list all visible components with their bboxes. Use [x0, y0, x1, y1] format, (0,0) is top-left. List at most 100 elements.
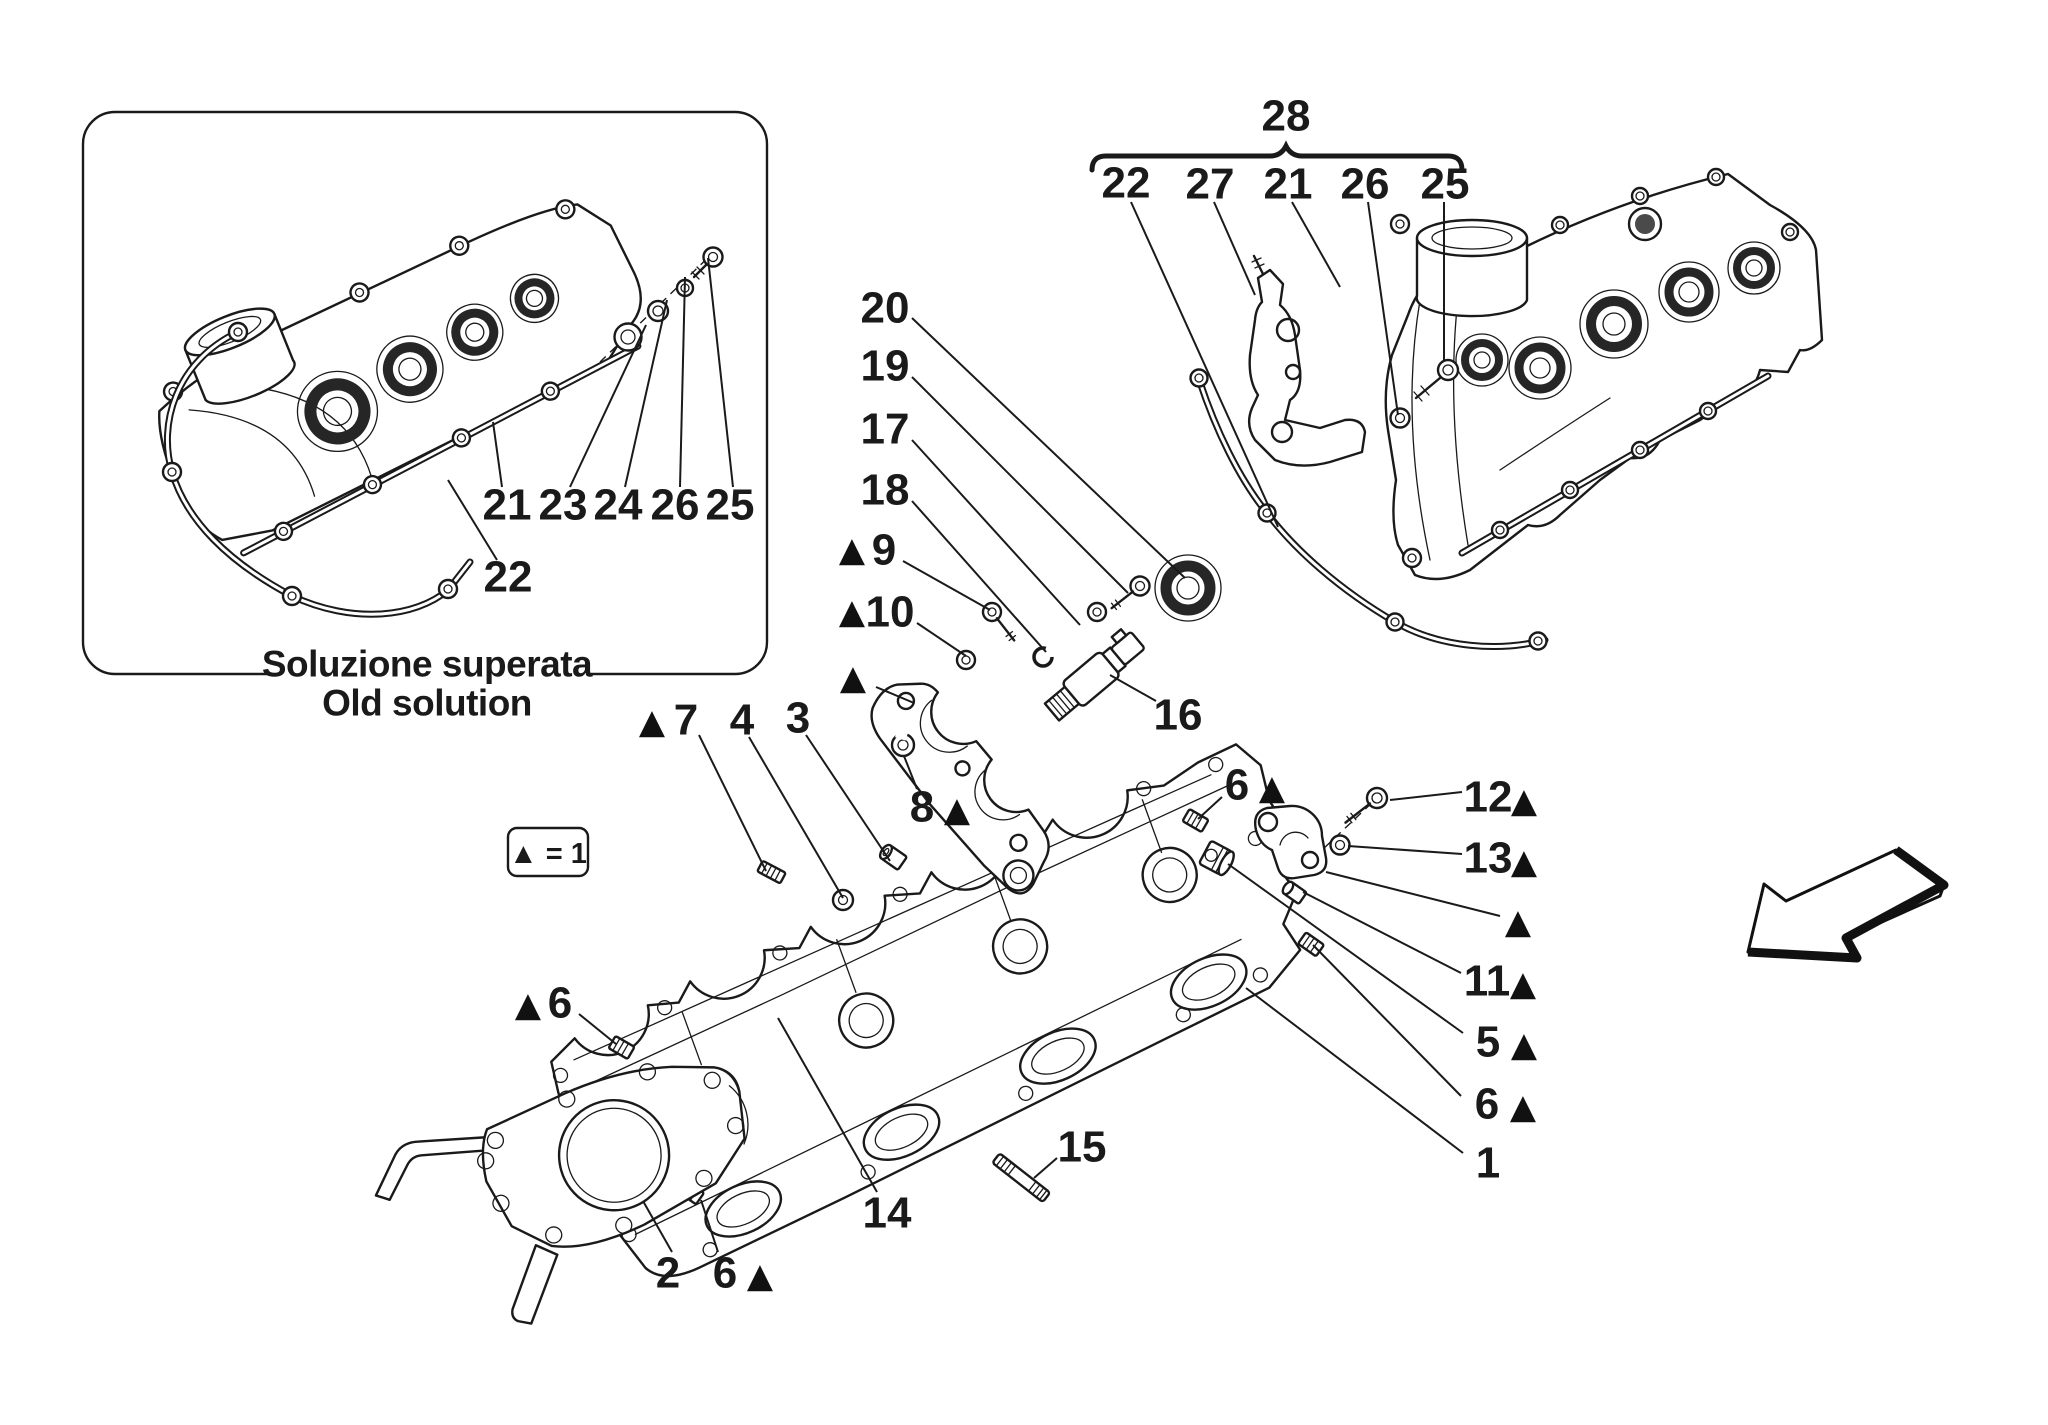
legend-text: ▲ = 1 — [509, 838, 587, 870]
retainer-ring-18 — [1032, 646, 1054, 668]
callout-head-6e: 6 — [548, 979, 572, 1028]
callout-new-21: 21 — [1264, 160, 1313, 209]
leader-line-head-16 — [1109, 674, 1157, 702]
leader-line-head-3 — [805, 734, 891, 862]
dowel-bushing-3 — [878, 843, 908, 871]
callout-head-11: 11 — [1464, 957, 1511, 1006]
callout-old-26: 26 — [651, 481, 700, 530]
oil-filler-neck — [1389, 213, 1529, 318]
cam-seal-rings — [296, 273, 560, 453]
washer-17 — [1086, 601, 1108, 623]
legend-box: ▲ = 1 — [506, 826, 590, 878]
callout-head-10: 10 — [866, 588, 915, 637]
leader-line-head-8 — [903, 755, 918, 790]
spark-rail — [240, 342, 642, 557]
leader-line-old-22 — [447, 479, 498, 561]
washer-4 — [831, 888, 855, 912]
callout-head-18: 18 — [861, 466, 910, 515]
seal-cup-23 — [613, 322, 643, 352]
leader-line-new-27 — [1213, 201, 1256, 296]
callout-group-28: 28 — [1262, 92, 1311, 141]
leader-line-head-14 — [777, 1017, 878, 1193]
solenoid-sensor-16 — [1043, 628, 1145, 722]
leader-line-head-17 — [911, 439, 1081, 626]
leader-line-head-6a — [1197, 796, 1223, 820]
bolt-19 — [1110, 575, 1151, 611]
callout-head-9: 9 — [872, 526, 896, 575]
leader-line-head-19 — [911, 376, 1129, 594]
triangle-marker-head-6d: ▲ — [747, 1256, 774, 1296]
leader-line-head-6e — [578, 1013, 617, 1045]
triangle-marker-head-5: ▲ — [1511, 1025, 1538, 1065]
leader-line-head-5 — [1227, 863, 1464, 1034]
callout-head-8: 8 — [910, 783, 934, 832]
callout-head-7: 7 — [674, 696, 698, 745]
old-valve-cover-drawing — [158, 199, 642, 557]
support-bracket-27 — [1247, 254, 1367, 467]
washer-13 — [1329, 834, 1351, 856]
old-solution-caption-it: Soluzione superata — [262, 644, 593, 685]
caption-mask — [268, 642, 586, 684]
leader-line-new-26 — [1367, 201, 1399, 416]
leader-line-new-22 — [1130, 201, 1279, 528]
callout-old-25: 25 — [706, 481, 755, 530]
triangle-marker-head-11: ▲ — [1510, 964, 1537, 1004]
leader-line-old-21 — [492, 421, 503, 488]
leader-line-head-7 — [698, 734, 767, 872]
new-valve-cover-drawing — [1089, 140, 1824, 651]
washer-10 — [955, 649, 977, 671]
camshaft-cap-drawing — [870, 682, 1050, 895]
cam-seal-rings — [1455, 241, 1781, 400]
leader-line-head-6c — [1312, 944, 1462, 1097]
callout-old-24: 24 — [594, 481, 643, 530]
stud-15 — [992, 1153, 1051, 1203]
seal-ring-20 — [1154, 554, 1222, 622]
head-gasket-drawing — [374, 1063, 749, 1325]
callout-old-21: 21 — [483, 481, 532, 530]
old-solution-panel: Soluzione superata Old solution — [81, 110, 769, 724]
bushing-11 — [1281, 880, 1308, 905]
leader-line-head-tri-b — [1325, 871, 1501, 917]
half-bushing-8 — [890, 729, 916, 758]
callout-new-25: 25 — [1421, 160, 1470, 209]
stud-6-top — [1182, 808, 1210, 833]
leader-line-old-23 — [569, 324, 647, 488]
triangle-marker-head-12: ▲ — [1511, 781, 1538, 821]
callout-old-23: 23 — [539, 481, 588, 530]
leader-line-head-18 — [911, 500, 1047, 653]
triangle-marker-head-6a: ▲ — [1259, 768, 1286, 808]
callout-head-19: 19 — [861, 342, 910, 391]
callout-head-14: 14 — [863, 1189, 912, 1238]
callout-new-26: 26 — [1341, 160, 1390, 209]
bolt-25-new — [1413, 358, 1460, 402]
leader-line-head-10 — [916, 622, 967, 657]
triangle-marker-head-10: ▲ — [839, 592, 866, 632]
callout-head-4: 4 — [730, 696, 755, 745]
plug-5 — [1198, 840, 1235, 877]
triangle-marker-head-8: ▲ — [944, 790, 971, 830]
leader-line-old-24 — [624, 299, 668, 488]
leader-line-head-11 — [1302, 891, 1462, 974]
direction-arrow-icon — [1746, 846, 1949, 963]
triangle-marker-head-13: ▲ — [1511, 842, 1538, 882]
leader-line-head-2 — [642, 1200, 673, 1253]
leader-line-head-6d — [700, 1199, 719, 1253]
leader-line-head-4 — [748, 736, 844, 899]
callout-head-1: 1 — [1476, 1139, 1500, 1188]
bolt-25 — [691, 246, 724, 280]
triangle-marker-head-tri-a: ▲ — [840, 658, 867, 698]
leader-line-head-12 — [1389, 791, 1463, 801]
leader-line-head-1 — [1245, 987, 1464, 1154]
callout-head-17: 17 — [861, 405, 910, 454]
triangle-marker-head-6c: ▲ — [1510, 1087, 1537, 1127]
old-solution-caption-en: Old solution — [322, 683, 532, 724]
new-cover-gasket-drawing — [1189, 368, 1549, 651]
callout-head-20: 20 — [861, 284, 910, 333]
spark-rail — [1458, 372, 1772, 557]
group-28-brace — [1089, 140, 1465, 173]
callout-head-13: 13 — [1464, 834, 1513, 883]
bolt-12 — [1344, 786, 1389, 824]
callout-new-22: 22 — [1102, 159, 1151, 208]
